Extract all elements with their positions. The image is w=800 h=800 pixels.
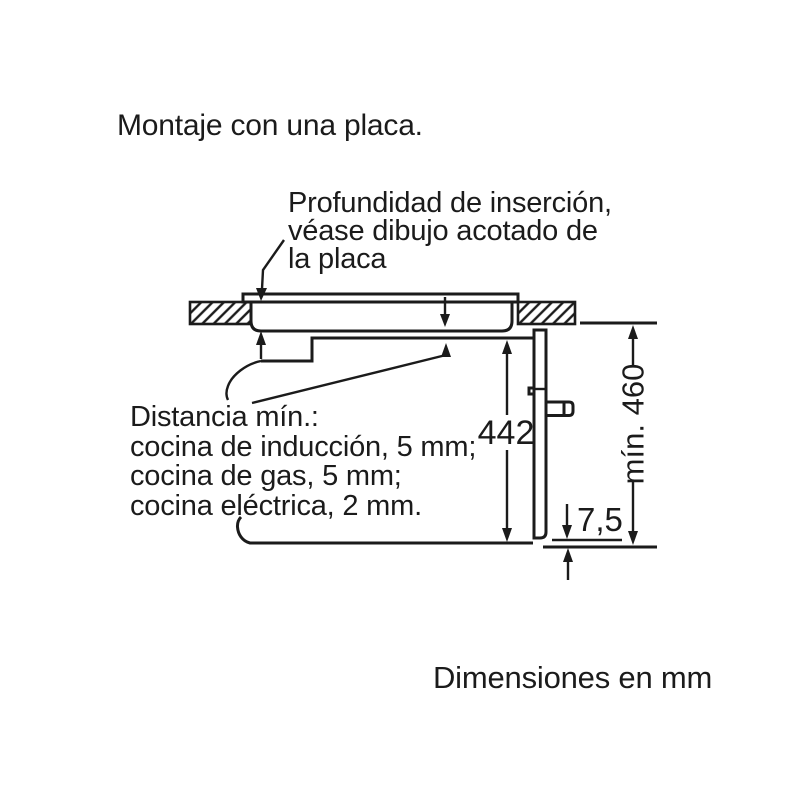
insertion-depth-annotation: Profundidad de inserción, véase dibujo a…	[288, 187, 612, 275]
up-arrowhead-icon	[502, 340, 512, 354]
down-arrowhead-icon	[502, 528, 512, 542]
break-line-top	[225, 359, 262, 401]
up-arrowhead-icon	[256, 331, 266, 345]
dim-442-label: 442	[478, 414, 535, 452]
dim-7-5: 7,5	[562, 501, 623, 580]
down-arrowhead-icon	[440, 314, 450, 327]
handle-body	[544, 400, 575, 417]
down-arrowhead-icon	[562, 525, 572, 539]
hob-body	[249, 300, 514, 333]
dim-75-label: 7,5	[577, 501, 623, 538]
insertion-depth-leader	[256, 239, 285, 301]
down-arrowhead-icon	[256, 288, 267, 301]
insertion-depth-arrow	[440, 297, 450, 327]
min-distance-arrow-left	[256, 331, 266, 359]
oven-bottom-line	[235, 515, 533, 545]
up-arrowhead-icon	[628, 325, 638, 339]
worktop-left	[188, 300, 253, 326]
oven-top-outline	[261, 336, 533, 363]
oven-door	[527, 328, 548, 540]
door-hinge-detail	[527, 386, 536, 396]
page-title: Montaje con una placa.	[117, 109, 423, 142]
leader-line	[260, 239, 285, 290]
units-note: Dimensiones en mm	[433, 660, 713, 695]
door-panel	[532, 328, 548, 540]
up-arrowhead-icon	[441, 343, 451, 357]
min-distance-annotation: Distancia mín.: cocina de inducción, 5 m…	[130, 401, 477, 522]
dim-min460-label: mín. 460	[616, 364, 651, 485]
dim-442: 442	[478, 340, 535, 542]
up-arrowhead-icon	[563, 548, 573, 562]
min-distance-leader-diagonal	[251, 343, 451, 405]
worktop-right	[516, 300, 577, 326]
hob-lip	[241, 292, 520, 304]
leader-line	[251, 353, 447, 405]
dim-min-460: mín. 460	[616, 325, 651, 545]
door-handle	[544, 400, 575, 417]
down-arrowhead-icon	[628, 531, 638, 545]
